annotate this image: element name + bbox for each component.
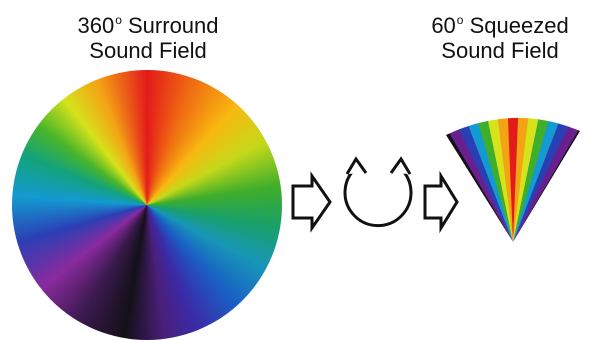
- right-arrow-icon: [425, 176, 457, 228]
- right-arrow-icon: [293, 176, 330, 228]
- rotate-arrows-icon: [345, 159, 411, 226]
